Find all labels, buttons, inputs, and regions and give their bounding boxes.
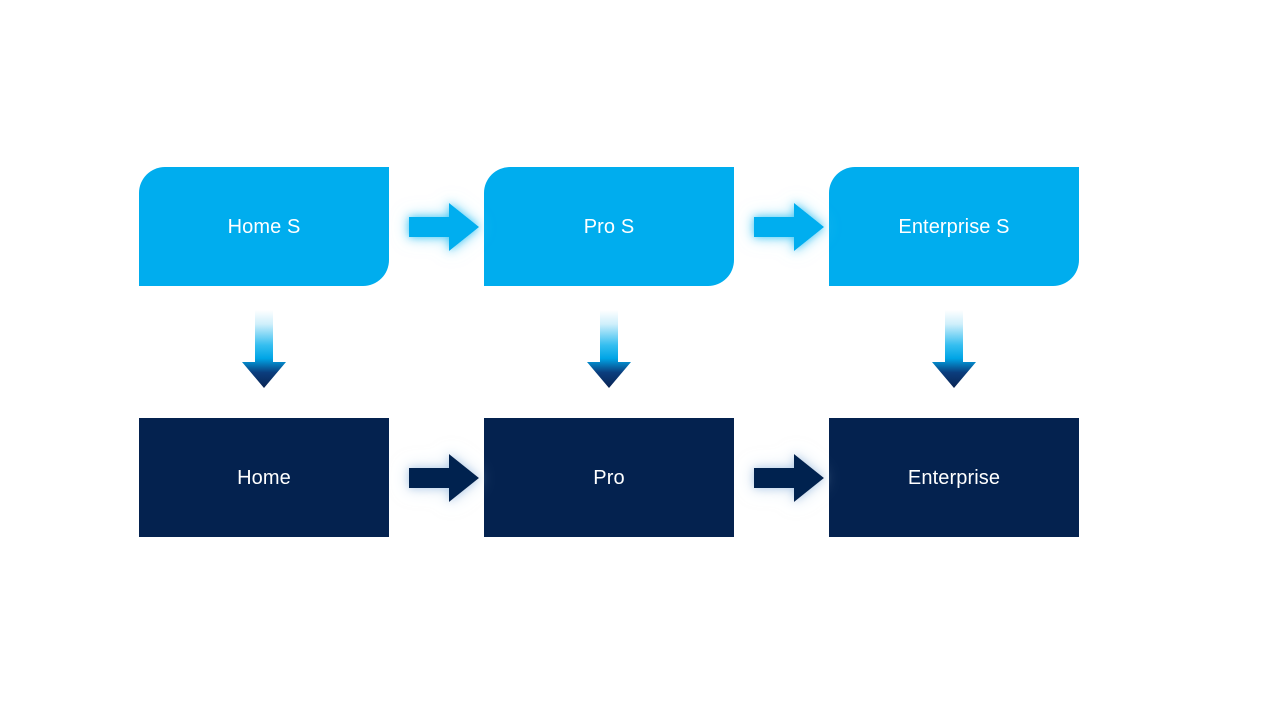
arrow-home-s-to-home[interactable] — [242, 310, 286, 388]
arrow-home-to-pro[interactable] — [409, 454, 479, 502]
arrow-home-s-to-pro-s[interactable] — [409, 203, 479, 251]
node-home-label: Home — [237, 466, 291, 489]
node-enterprise-label: Enterprise — [907, 466, 1001, 489]
node-home-s-label: Home S — [227, 215, 301, 238]
node-pro[interactable]: Pro — [484, 418, 734, 537]
node-enterprise[interactable]: Enterprise — [829, 418, 1079, 537]
node-pro-label: Pro — [593, 466, 625, 489]
arrow-pro-s-to-enterprise-s[interactable] — [754, 203, 824, 251]
node-home[interactable]: Home — [139, 418, 389, 537]
node-home-s[interactable]: Home S — [139, 167, 389, 286]
node-pro-s-label: Pro S — [583, 215, 635, 238]
node-pro-s[interactable]: Pro S — [484, 167, 734, 286]
arrow-enterprise-s-to-enterprise[interactable] — [932, 310, 976, 388]
node-enterprise-s[interactable]: Enterprise S — [829, 167, 1079, 286]
node-enterprise-s-label: Enterprise S — [898, 215, 1010, 238]
arrow-pro-to-enterprise[interactable] — [754, 454, 824, 502]
arrow-pro-s-to-pro[interactable] — [587, 310, 631, 388]
